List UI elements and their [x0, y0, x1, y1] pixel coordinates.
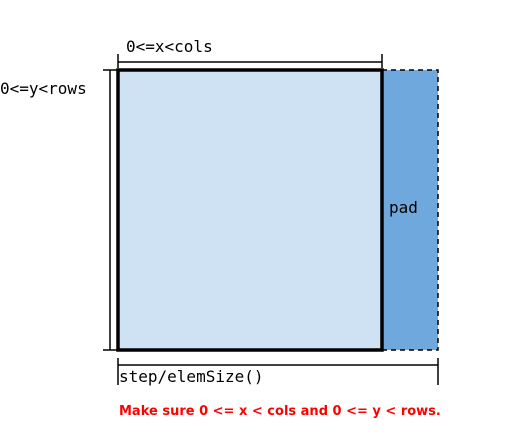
cols-range-label: 0<=x<cols: [126, 37, 213, 56]
pad-label: pad: [389, 198, 418, 217]
step-dimension-bracket: [117, 358, 439, 385]
cols-dimension-bracket: [117, 54, 383, 68]
rows-dimension-bracket: [103, 69, 118, 351]
pad-region: [381, 69, 439, 351]
matrix-region: [116, 68, 384, 352]
rows-range-label: 0<=y<rows: [0, 79, 87, 98]
bounds-note: Make sure 0 <= x < cols and 0 <= y < row…: [119, 404, 441, 419]
step-label: step/elemSize(): [119, 367, 264, 386]
